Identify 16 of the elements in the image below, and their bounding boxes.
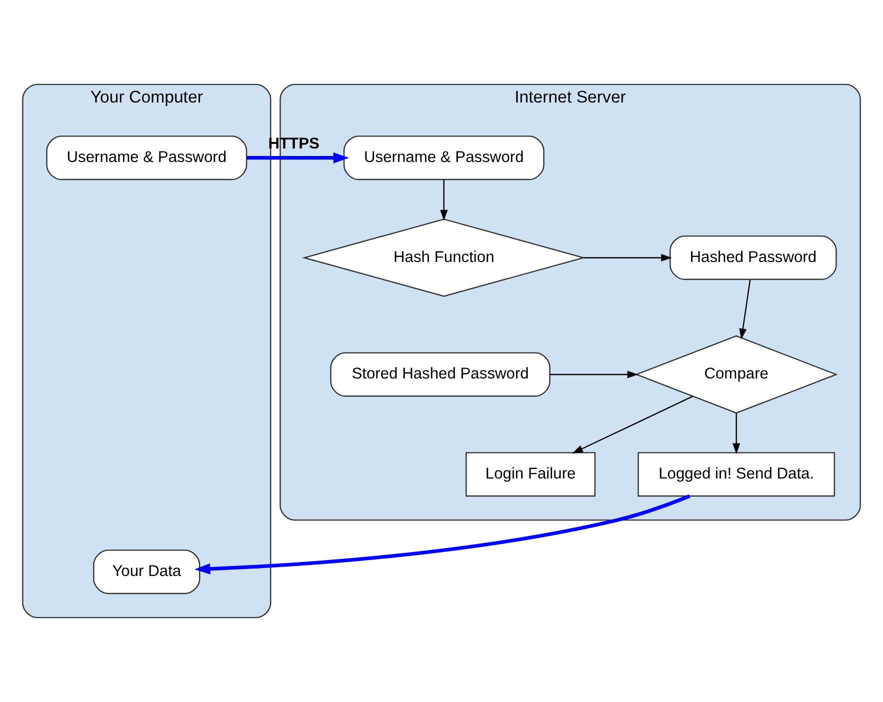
node-box: Username & Password: [46, 136, 248, 180]
node-box: Hashed Password: [670, 235, 837, 280]
arrow: [572, 396, 693, 454]
node-diamond: Compare: [634, 335, 838, 414]
arrow: [550, 370, 638, 378]
node-box: Username & Password: [343, 136, 544, 180]
arrow: [739, 280, 751, 340]
arrow: [584, 254, 672, 262]
arrow: [732, 413, 740, 454]
node-box: Stored Hashed Password: [330, 352, 550, 397]
node-box: Login Failure: [466, 452, 596, 497]
node-box: Logged in! Send Data.: [638, 452, 836, 497]
node-box: Your Data: [93, 550, 200, 594]
arrow: [246, 152, 350, 164]
node-diamond: Hash Function: [302, 218, 586, 297]
arrow: [440, 180, 448, 221]
